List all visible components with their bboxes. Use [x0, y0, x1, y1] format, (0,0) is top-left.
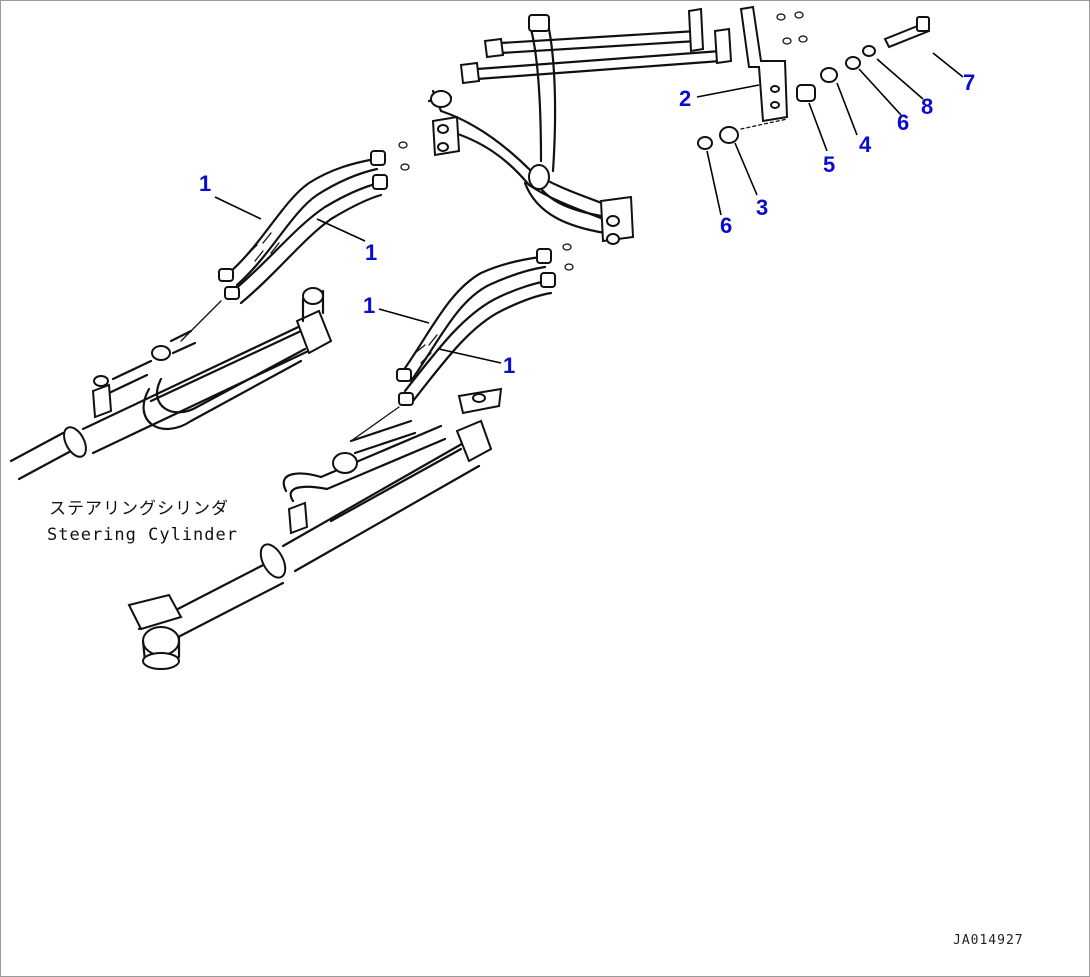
callout-6-right: 6 [897, 110, 910, 135]
callout-1-upper-right: 1 [365, 240, 378, 265]
callout-1-lower-right: 1 [503, 353, 516, 378]
drawing-code: JA014927 [953, 933, 1024, 948]
callout-1-lower-left: 1 [363, 293, 376, 318]
leader-lines [214, 52, 964, 364]
caption-english: Steering Cylinder [47, 525, 238, 545]
callout-5: 5 [823, 152, 836, 177]
callout-3: 3 [756, 195, 769, 220]
steering-piping [398, 7, 808, 271]
steering-cylinder-right [127, 387, 503, 670]
callout-2: 2 [679, 86, 692, 111]
hose-pair-upper [180, 150, 388, 342]
callout-4: 4 [859, 132, 872, 157]
bracket-assembly [697, 5, 931, 150]
callout-1-upper-left: 1 [199, 171, 212, 196]
hose-pair-lower [350, 248, 556, 442]
callout-7: 7 [963, 70, 976, 95]
caption-japanese: ステアリングシリンダ [49, 499, 229, 519]
steering-cylinder-left [9, 287, 333, 481]
callout-6-left: 6 [720, 213, 733, 238]
callout-8: 8 [921, 94, 934, 119]
